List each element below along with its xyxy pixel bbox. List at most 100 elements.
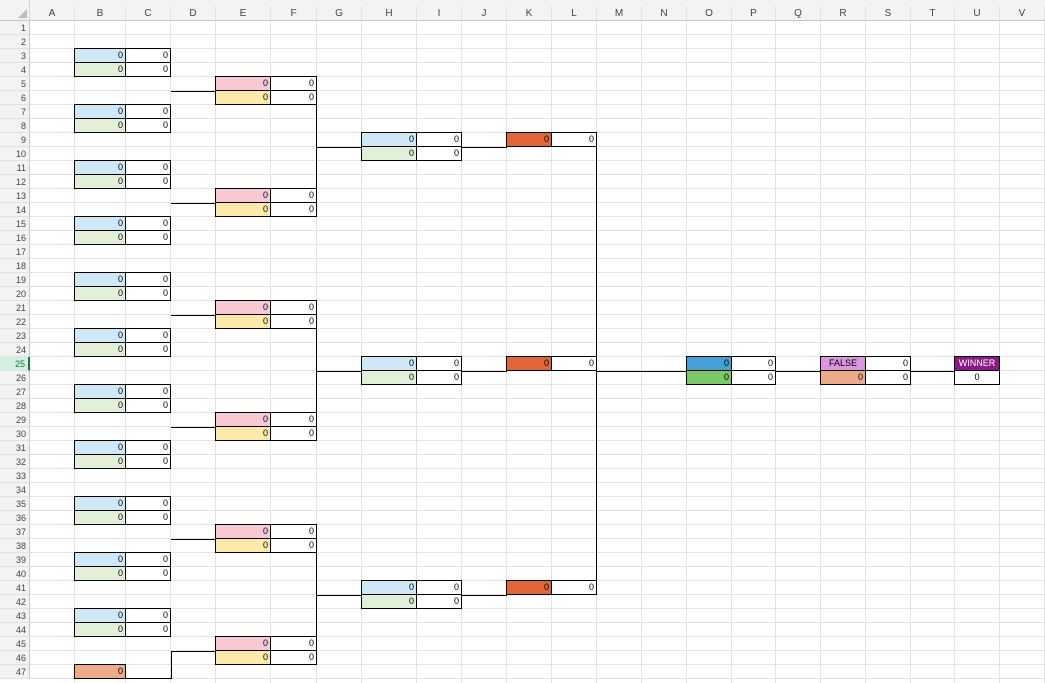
column-header-u[interactable]: U bbox=[955, 6, 1000, 21]
cell-o25[interactable]: 0 bbox=[686, 356, 732, 371]
cell-h25[interactable]: 0 bbox=[361, 356, 417, 371]
cell-e21[interactable]: 0 bbox=[215, 300, 271, 315]
row-header-45[interactable]: 45 bbox=[0, 637, 30, 651]
cell-c39[interactable]: 0 bbox=[125, 552, 171, 567]
cell-p26[interactable]: 0 bbox=[731, 370, 776, 385]
cell-i25[interactable]: 0 bbox=[416, 356, 462, 371]
row-header-22[interactable]: 22 bbox=[0, 315, 30, 329]
cell-c36[interactable]: 0 bbox=[125, 510, 171, 525]
cell-b44[interactable]: 0 bbox=[74, 622, 126, 637]
cell-c3[interactable]: 0 bbox=[125, 48, 171, 63]
row-header-17[interactable]: 17 bbox=[0, 245, 30, 259]
row-header-2[interactable]: 2 bbox=[0, 35, 30, 49]
cell-c7[interactable]: 0 bbox=[125, 104, 171, 119]
cell-c4[interactable]: 0 bbox=[125, 62, 171, 77]
column-header-c[interactable]: C bbox=[126, 6, 171, 21]
column-header-l[interactable]: L bbox=[552, 6, 597, 21]
row-header-41[interactable]: 41 bbox=[0, 581, 30, 595]
cell-f22[interactable]: 0 bbox=[270, 314, 317, 329]
row-header-43[interactable]: 43 bbox=[0, 609, 30, 623]
row-header-11[interactable]: 11 bbox=[0, 161, 30, 175]
row-header-35[interactable]: 35 bbox=[0, 497, 30, 511]
cell-s26[interactable]: 0 bbox=[865, 370, 911, 385]
row-header-3[interactable]: 3 bbox=[0, 49, 30, 63]
cell-c16[interactable]: 0 bbox=[125, 230, 171, 245]
row-header-12[interactable]: 12 bbox=[0, 175, 30, 189]
cell-b7[interactable]: 0 bbox=[74, 104, 126, 119]
cell-r25[interactable]: FALSE bbox=[820, 356, 866, 371]
row-header-34[interactable]: 34 bbox=[0, 483, 30, 497]
cell-f37[interactable]: 0 bbox=[270, 524, 317, 539]
cell-c40[interactable]: 0 bbox=[125, 566, 171, 581]
cell-i10[interactable]: 0 bbox=[416, 146, 462, 161]
cell-p25[interactable]: 0 bbox=[731, 356, 776, 371]
column-header-t[interactable]: T bbox=[911, 6, 955, 21]
row-header-25[interactable]: 25 bbox=[0, 357, 30, 371]
row-header-37[interactable]: 37 bbox=[0, 525, 30, 539]
cell-r26[interactable]: 0 bbox=[820, 370, 866, 385]
column-header-q[interactable]: Q bbox=[776, 6, 821, 21]
cell-i9[interactable]: 0 bbox=[416, 132, 462, 147]
cell-f21[interactable]: 0 bbox=[270, 300, 317, 315]
cell-c43[interactable]: 0 bbox=[125, 608, 171, 623]
cell-f13[interactable]: 0 bbox=[270, 188, 317, 203]
column-header-g[interactable]: G bbox=[317, 6, 362, 21]
cell-o26[interactable]: 0 bbox=[686, 370, 732, 385]
row-header-32[interactable]: 32 bbox=[0, 455, 30, 469]
cell-k25[interactable]: 0 bbox=[506, 356, 552, 371]
cell-i42[interactable]: 0 bbox=[416, 594, 462, 609]
row-header-5[interactable]: 5 bbox=[0, 77, 30, 91]
column-header-a[interactable]: A bbox=[30, 6, 75, 21]
cell-c12[interactable]: 0 bbox=[125, 174, 171, 189]
cell-f29[interactable]: 0 bbox=[270, 412, 317, 427]
cell-k41[interactable]: 0 bbox=[506, 580, 552, 595]
cell-b40[interactable]: 0 bbox=[74, 566, 126, 581]
cell-h10[interactable]: 0 bbox=[361, 146, 417, 161]
row-header-38[interactable]: 38 bbox=[0, 539, 30, 553]
cell-u26[interactable]: 0 bbox=[954, 370, 1000, 385]
row-header-15[interactable]: 15 bbox=[0, 217, 30, 231]
row-header-26[interactable]: 26 bbox=[0, 371, 30, 385]
column-header-o[interactable]: O bbox=[687, 6, 732, 21]
cell-b11[interactable]: 0 bbox=[74, 160, 126, 175]
row-header-13[interactable]: 13 bbox=[0, 189, 30, 203]
cell-f38[interactable]: 0 bbox=[270, 538, 317, 553]
select-all-corner[interactable] bbox=[0, 0, 30, 21]
cell-c35[interactable]: 0 bbox=[125, 496, 171, 511]
cell-k9[interactable]: 0 bbox=[506, 132, 552, 147]
row-header-6[interactable]: 6 bbox=[0, 91, 30, 105]
row-header-19[interactable]: 19 bbox=[0, 273, 30, 287]
cell-b27[interactable]: 0 bbox=[74, 384, 126, 399]
row-header-16[interactable]: 16 bbox=[0, 231, 30, 245]
row-header-29[interactable]: 29 bbox=[0, 413, 30, 427]
cell-s25[interactable]: 0 bbox=[865, 356, 911, 371]
row-header-24[interactable]: 24 bbox=[0, 343, 30, 357]
row-header-14[interactable]: 14 bbox=[0, 203, 30, 217]
column-header-j[interactable]: J bbox=[462, 6, 507, 21]
row-header-4[interactable]: 4 bbox=[0, 63, 30, 77]
cell-c23[interactable]: 0 bbox=[125, 328, 171, 343]
cell-h41[interactable]: 0 bbox=[361, 580, 417, 595]
cell-e22[interactable]: 0 bbox=[215, 314, 271, 329]
row-header-30[interactable]: 30 bbox=[0, 427, 30, 441]
cell-l25[interactable]: 0 bbox=[551, 356, 597, 371]
cell-b28[interactable]: 0 bbox=[74, 398, 126, 413]
column-header-v[interactable]: V bbox=[1000, 6, 1045, 21]
cell-b23[interactable]: 0 bbox=[74, 328, 126, 343]
cell-b4[interactable]: 0 bbox=[74, 62, 126, 77]
cell-l9[interactable]: 0 bbox=[551, 132, 597, 147]
cell-e13[interactable]: 0 bbox=[215, 188, 271, 203]
column-header-r[interactable]: R bbox=[821, 6, 866, 21]
column-header-i[interactable]: I bbox=[417, 6, 462, 21]
cell-e14[interactable]: 0 bbox=[215, 202, 271, 217]
cell-b31[interactable]: 0 bbox=[74, 440, 126, 455]
cell-h9[interactable]: 0 bbox=[361, 132, 417, 147]
cell-b20[interactable]: 0 bbox=[74, 286, 126, 301]
cell-c19[interactable]: 0 bbox=[125, 272, 171, 287]
row-header-31[interactable]: 31 bbox=[0, 441, 30, 455]
cell-c11[interactable]: 0 bbox=[125, 160, 171, 175]
row-header-27[interactable]: 27 bbox=[0, 385, 30, 399]
row-header-9[interactable]: 9 bbox=[0, 133, 30, 147]
cell-c8[interactable]: 0 bbox=[125, 118, 171, 133]
cell-b19[interactable]: 0 bbox=[74, 272, 126, 287]
